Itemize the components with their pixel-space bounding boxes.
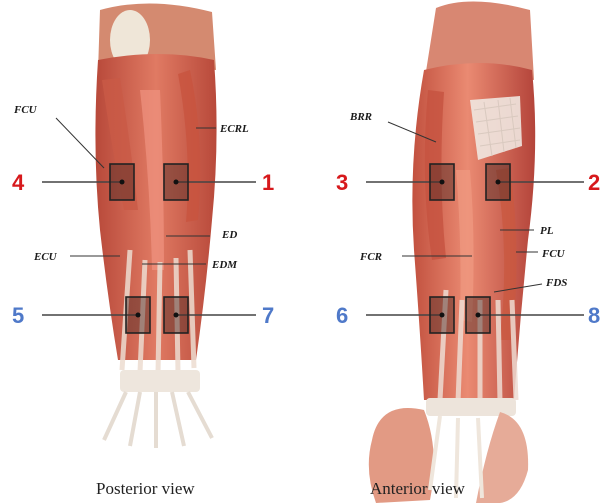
electrode-number-6: 6: [336, 303, 348, 328]
label-fcu-anterior: FCU: [541, 248, 566, 260]
posterior-wrist-tendons: [104, 392, 212, 448]
electrode-5-box: [126, 297, 150, 333]
electrode-number-1: 1: [262, 170, 274, 195]
label-ed: ED: [221, 229, 237, 241]
electrode-8-box: [466, 297, 490, 333]
electrode-6-box: [430, 297, 454, 333]
electrode-number-2: 2: [588, 170, 600, 195]
anterior-view-caption: Anterior view: [370, 479, 466, 498]
electrode-1-box: [164, 164, 188, 200]
label-ecrl: ECRL: [219, 123, 249, 135]
posterior-forearm-illustration: [95, 3, 216, 448]
label-brr: BRR: [349, 111, 372, 123]
electrode-2-box: [486, 164, 510, 200]
posterior-retinaculum: [120, 370, 200, 392]
hypothenar-eminence: [476, 412, 528, 503]
label-fcr: FCR: [359, 251, 382, 263]
electrode-4-box: [110, 164, 134, 200]
electrode-number-3: 3: [336, 170, 348, 195]
electrode-7-box: [164, 297, 188, 333]
anterior-forearm-illustration: [369, 1, 535, 503]
posterior-view-caption: Posterior view: [96, 479, 195, 498]
label-fcu-posterior: FCU: [13, 104, 38, 116]
electrode-number-7: 7: [262, 303, 274, 328]
label-fds: FDS: [545, 277, 567, 289]
label-ecu: ECU: [33, 251, 58, 263]
electrode-3-box: [430, 164, 454, 200]
electrode-number-5: 5: [12, 303, 24, 328]
electrode-number-8: 8: [588, 303, 600, 328]
label-pl: PL: [540, 225, 554, 237]
electrode-number-4: 4: [12, 170, 25, 195]
label-edm: EDM: [211, 259, 238, 271]
